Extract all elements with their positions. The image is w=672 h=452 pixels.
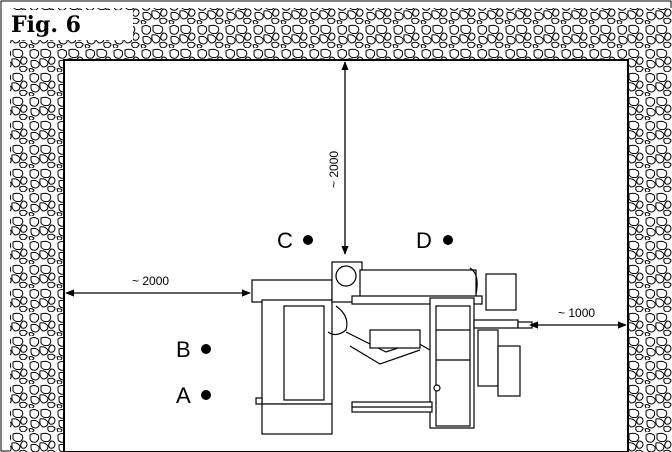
point-a-label: A	[176, 383, 191, 408]
wall-left	[10, 8, 64, 452]
dimension-left-label: ~ 2000	[132, 274, 170, 288]
wall-right	[628, 8, 672, 452]
point-a-dot	[201, 390, 211, 400]
room-floor	[63, 59, 629, 452]
point-c-dot	[303, 235, 313, 245]
dimension-right-label: ~ 1000	[558, 306, 596, 320]
point-b-dot	[201, 344, 211, 354]
point-d-dot	[443, 235, 453, 245]
point-c-label: C	[277, 228, 293, 253]
figure-label: Fig. 6	[5, 10, 133, 40]
dimension-top-label: ~ 2000	[327, 150, 341, 188]
point-d-label: D	[416, 228, 432, 253]
machine-top-view	[251, 261, 533, 435]
point-b-label: B	[176, 337, 191, 362]
